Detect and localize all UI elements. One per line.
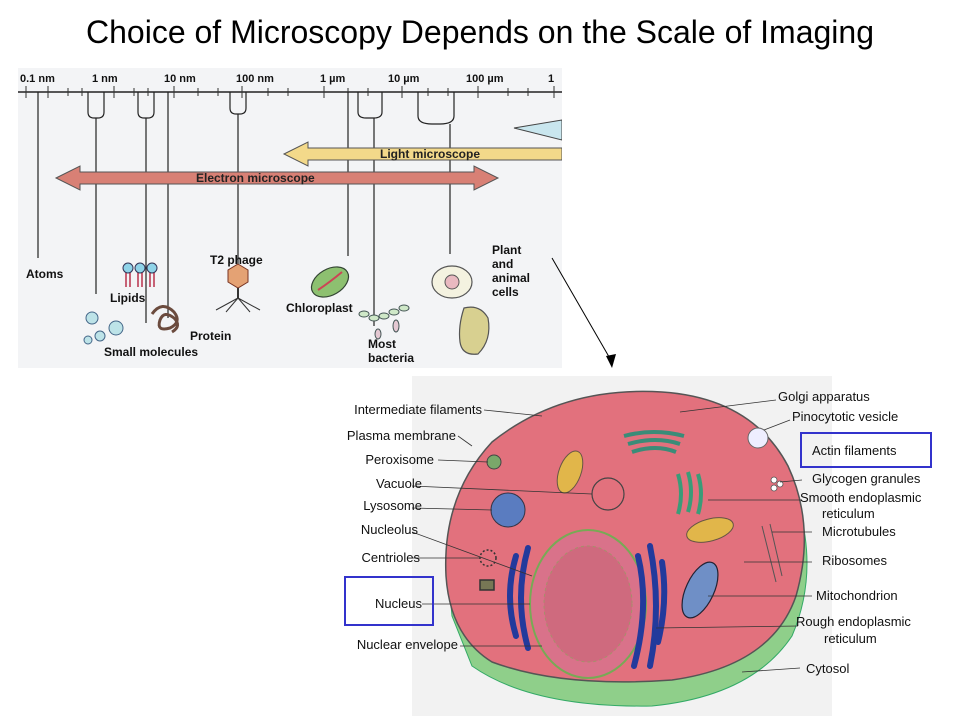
tick-label: 1 nm [92, 73, 118, 85]
pinocytotic-vesicle [747, 427, 769, 449]
label-cytosol: Cytosol [806, 661, 850, 676]
most-bacteria-label: Most [368, 337, 396, 351]
scale-diagram: 0.1 nm 1 nm 10 nm 100 nm 1 µm 10 µm 100 … [18, 68, 563, 368]
plant-cells-label: cells [492, 285, 519, 299]
label-nucleolus: Nucleolus [360, 522, 418, 537]
label-peroxisome: Peroxisome [365, 452, 434, 467]
right-leader-lines [655, 399, 812, 673]
vacuole [591, 477, 625, 511]
tick-label: 0.1 nm [20, 73, 55, 85]
golgi-apparatus [623, 430, 685, 454]
scale-graphic: 0.1 nm 1 nm 10 nm 100 nm 1 µm 10 µm 100 … [18, 73, 563, 365]
label-nucleus: Nucleus [375, 596, 422, 611]
protein-label: Protein [190, 329, 231, 343]
label-intermediate-filaments: Intermediate filaments [354, 402, 482, 417]
chloroplast-label: Chloroplast [286, 301, 353, 315]
lysosome [490, 492, 526, 528]
smooth-er [676, 471, 703, 515]
plant-cells-label: animal [492, 271, 530, 285]
most-bacteria-label: bacteria [368, 351, 414, 365]
label-nuclear-envelope: Nuclear envelope [356, 637, 458, 652]
label-smooth-er: reticulum [822, 506, 875, 521]
label-centrioles: Centrioles [361, 550, 420, 565]
tick-label: 1 µm [320, 73, 346, 85]
tick-label: 100 nm [236, 73, 274, 85]
label-ribosomes: Ribosomes [822, 553, 888, 568]
label-golgi-apparatus: Golgi apparatus [778, 389, 870, 404]
electron-microscope-label: Electron microscope [196, 171, 315, 185]
label-pinocytotic-vesicle: Pinocytotic vesicle [792, 409, 899, 424]
protein-illustration [150, 305, 179, 334]
nucleolus [543, 545, 633, 663]
cells-illustration [431, 265, 490, 355]
label-microtubules: Microtubules [822, 524, 896, 539]
chloroplast-illustration [310, 266, 350, 298]
label-mitochondrion: Mitochondrion [816, 588, 898, 603]
label-lysosome: Lysosome [363, 498, 422, 513]
rough-er [507, 543, 668, 669]
light-microscope-label: Light microscope [380, 147, 480, 161]
label-smooth-er: Smooth endoplasmic [800, 490, 922, 505]
lipids-label: Lipids [110, 291, 146, 305]
peroxisome [486, 454, 502, 470]
label-actin-filaments: Actin filaments [812, 443, 897, 458]
small-molecules-illustration [83, 311, 124, 345]
highlight-box-actin [800, 432, 932, 468]
microtubules [761, 523, 783, 583]
plant-cells-label: and [492, 257, 513, 271]
label-vacuole: Vacuole [375, 476, 422, 491]
tick-label: 100 µm [466, 73, 504, 85]
t2-phage-label: T2 phage [210, 253, 263, 267]
left-leader-lines [411, 409, 593, 647]
glycogen-granules [770, 476, 784, 492]
electron-microscope-arrow [54, 165, 500, 191]
label-rough-er: reticulum [824, 631, 877, 646]
highlight-box-nucleus [344, 576, 434, 626]
label-glycogen-granules: Glycogen granules [812, 471, 921, 486]
label-plasma-membrane: Plasma membrane [346, 428, 456, 443]
tick-label: 10 nm [164, 73, 196, 85]
plant-cells-label: Plant [492, 243, 521, 257]
label-rough-er: Rough endoplasmic [796, 614, 911, 629]
atoms-label: Atoms [26, 267, 64, 281]
cell-graphic [411, 390, 812, 707]
tick-label: 10 µm [388, 73, 420, 85]
t2-phage-illustration [215, 263, 261, 313]
page-title: Choice of Microscopy Depends on the Scal… [86, 14, 874, 50]
lipids-illustration [122, 262, 158, 287]
bacteria-illustration [358, 304, 410, 340]
organelle-yellow [686, 517, 734, 543]
cell-diagram [411, 376, 832, 716]
tick-label: 1 [548, 73, 554, 85]
small-molecules-label: Small molecules [104, 345, 198, 359]
